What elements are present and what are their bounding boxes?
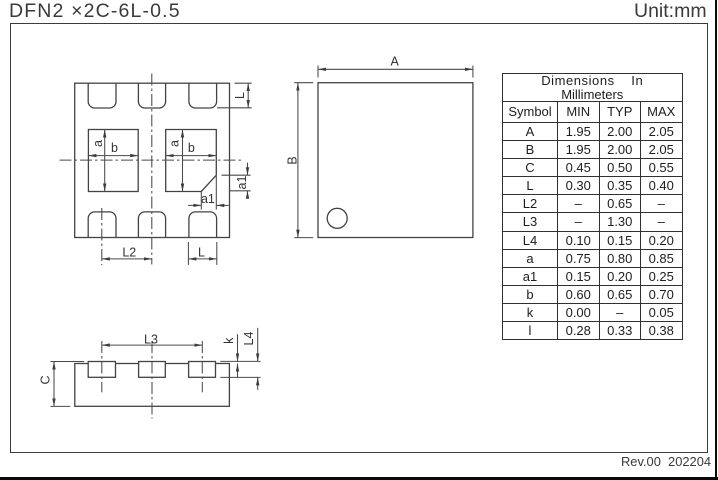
svg-text:a1: a1 [201,192,215,206]
svg-text:L3: L3 [144,333,158,347]
svg-text:b: b [188,141,195,155]
svg-text:a: a [168,140,182,147]
svg-text:a1: a1 [235,176,249,190]
svg-text:B: B [285,156,299,164]
svg-text:L4: L4 [242,332,256,346]
svg-text:a: a [91,140,105,147]
svg-text:L2: L2 [122,246,136,260]
svg-text:k: k [222,337,236,344]
svg-text:A: A [391,55,400,69]
svg-text:L: L [198,246,205,260]
svg-text:C: C [39,375,53,384]
svg-text:L: L [233,92,247,99]
svg-text:b: b [111,141,118,155]
